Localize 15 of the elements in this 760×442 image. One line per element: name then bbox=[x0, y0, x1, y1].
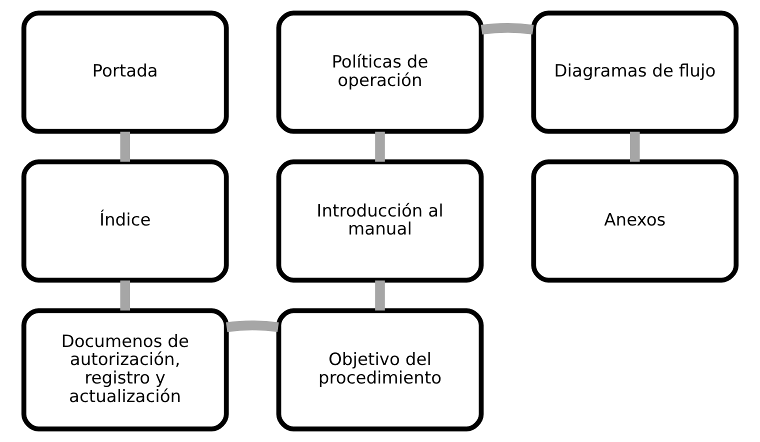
connector bbox=[120, 280, 130, 310]
node-box: Índice bbox=[21, 159, 229, 283]
connector bbox=[375, 280, 385, 310]
connector bbox=[120, 132, 130, 162]
connector bbox=[480, 22, 534, 35]
node-box: Políticas de operación bbox=[276, 10, 484, 134]
connector bbox=[630, 132, 640, 162]
node-box: Anexos bbox=[531, 159, 739, 283]
node-box: Diagramas de flujo bbox=[531, 10, 739, 134]
node-box: Portada bbox=[21, 10, 229, 134]
node-box: Introducción al manual bbox=[276, 159, 484, 283]
connector bbox=[226, 320, 279, 332]
node-box: Documenos de autorización, registro y actualización bbox=[21, 308, 229, 432]
node-box: Objetivo del procedimiento bbox=[276, 308, 484, 432]
connector bbox=[375, 132, 385, 162]
